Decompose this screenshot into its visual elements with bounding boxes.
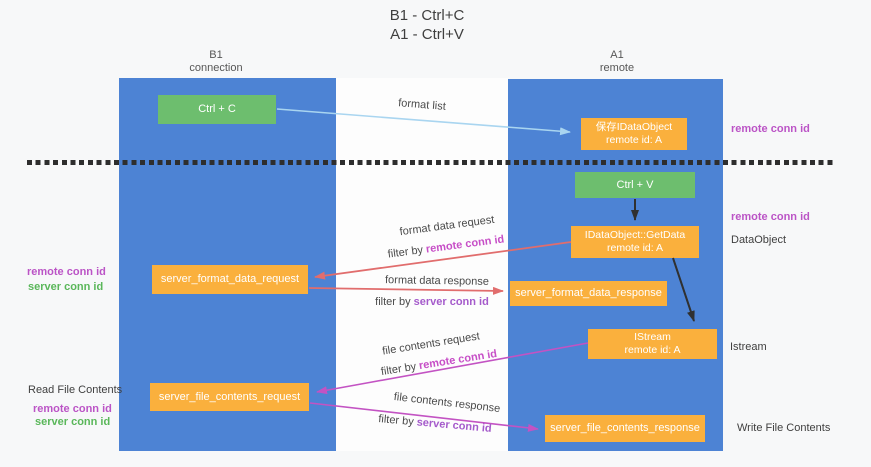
label-left-bottom-server-conn-id: server conn id <box>35 416 111 428</box>
ctrl-v-label: Ctrl + V <box>616 178 654 191</box>
filter-key-server-conn-id: server conn id <box>413 296 489 308</box>
getdata-line1: IDataObject::GetData <box>584 229 686 241</box>
title-line-2: A1 - Ctrl+V <box>390 26 464 43</box>
node-ctrl-v: Ctrl + V <box>575 172 695 198</box>
lane-header-b1: B1 connection <box>156 49 276 75</box>
lane-a1-name: A1 <box>610 49 624 61</box>
save-idataobject-line2: remote id: A <box>605 134 663 146</box>
lane-b1-name: B1 <box>209 49 223 61</box>
server-file-contents-response-label: server_file_contents_response <box>550 422 700 434</box>
server-file-contents-request-label: server_file_contents_request <box>158 390 301 403</box>
diagram-title: B1 - Ctrl+C A1 - Ctrl+V <box>307 6 547 44</box>
label-right-top-remote-conn-id: remote conn id <box>731 123 810 135</box>
label-left-remote-conn-id: remote conn id <box>27 266 106 278</box>
label-write-file-contents: Write File Contents <box>737 422 831 434</box>
istream-line2: remote id: A <box>624 344 681 356</box>
ctrl-c-label: Ctrl + C <box>198 103 236 115</box>
server-format-data-request-label: server_format_data_request <box>160 273 300 285</box>
node-server-file-contents-request: server_file_contents_request <box>150 383 309 411</box>
label-dataobject: DataObject <box>731 234 787 246</box>
filter-prefix: filter by <box>375 296 411 308</box>
label-read-file-contents: Read File Contents <box>28 384 123 396</box>
node-save-idataobject: 保存IDataObject remote id: A <box>581 118 687 150</box>
lane-header-a1: A1 remote <box>557 49 677 75</box>
node-server-format-data-request: server_format_data_request <box>152 265 308 294</box>
istream-line1: IStream <box>634 331 671 343</box>
node-server-format-data-response: server_format_data_response <box>510 281 667 306</box>
label-right-mid-remote-conn-id: remote conn id <box>731 211 810 223</box>
node-istream: IStream remote id: A <box>588 329 717 359</box>
getdata-line2: remote id: A <box>606 242 664 254</box>
node-ctrl-c: Ctrl + C <box>158 95 276 124</box>
label-left-bottom-remote-conn-id: remote conn id <box>33 403 112 415</box>
dashed-divider <box>27 160 833 165</box>
title-line-1: B1 - Ctrl+C <box>389 7 465 24</box>
label-left-server-conn-id: server conn id <box>28 281 104 293</box>
save-idataobject-line1: 保存IDataObject <box>595 121 673 133</box>
lane-b1-role: connection <box>189 62 243 74</box>
label-format-data-response: format data response <box>384 274 490 288</box>
label-istream: Istream <box>730 341 767 353</box>
lane-a1-role: remote <box>599 62 635 74</box>
server-format-data-response-label: server_format_data_response <box>515 287 662 299</box>
node-server-file-contents-response: server_file_contents_response <box>545 415 705 442</box>
node-idataobject-getdata: IDataObject::GetData remote id: A <box>571 226 699 258</box>
